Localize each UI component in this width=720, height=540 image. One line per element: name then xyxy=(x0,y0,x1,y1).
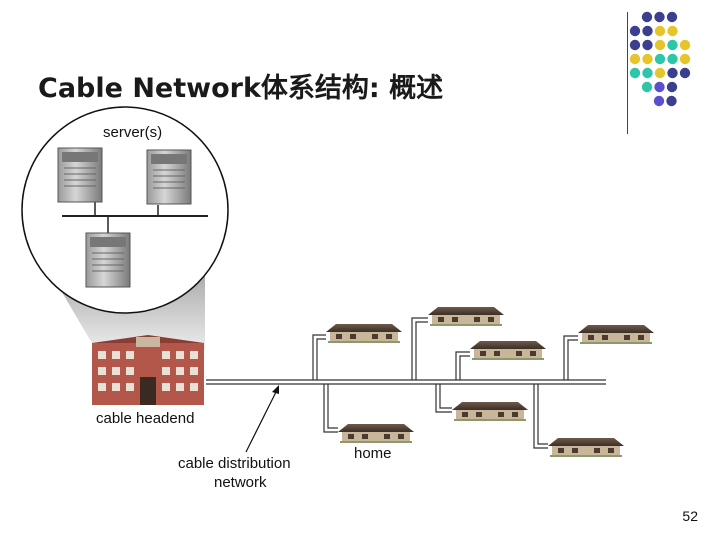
decorative-dot xyxy=(654,81,665,93)
decorative-dot xyxy=(667,67,678,79)
decorative-dot xyxy=(666,81,678,93)
server-icon xyxy=(85,232,131,288)
decorative-dot xyxy=(642,39,653,51)
home-label: home xyxy=(354,445,392,462)
distribution-label-line1: cable distribution xyxy=(178,455,291,472)
server-icon xyxy=(57,147,103,203)
decorative-dot xyxy=(642,67,653,79)
decorative-dot xyxy=(642,53,653,65)
house-icon xyxy=(428,307,504,326)
decorative-dot xyxy=(641,11,653,23)
server-icon xyxy=(146,149,192,205)
decorative-dot xyxy=(667,53,678,65)
headend-label: cable headend xyxy=(96,410,195,427)
decorative-dot xyxy=(679,53,691,65)
decorative-dot xyxy=(641,81,653,93)
slide-title: Cable Network体系结构: 概述 xyxy=(38,73,444,104)
decorative-dot xyxy=(629,25,641,37)
distribution-pointer-arrow xyxy=(245,391,277,453)
decorative-dot xyxy=(654,25,666,37)
decorative-dot xyxy=(666,95,677,107)
house-icon xyxy=(338,424,414,443)
house-icon xyxy=(326,324,402,343)
decorative-dot xyxy=(654,67,666,79)
branch-lines xyxy=(312,317,578,449)
decorative-dot xyxy=(666,11,678,23)
decorative-dot xyxy=(679,39,691,51)
house-icon xyxy=(578,325,654,344)
decorative-dot xyxy=(629,53,641,65)
distribution-label-line2: network xyxy=(214,474,267,491)
server-label: server(s) xyxy=(103,124,163,141)
decorative-dot xyxy=(679,67,691,79)
decorative-dot xyxy=(667,39,678,51)
house-icon xyxy=(470,341,546,360)
decorative-dot xyxy=(653,95,665,107)
decorative-dot xyxy=(629,39,641,51)
title-divider-line xyxy=(627,12,628,134)
decorative-dot xyxy=(654,39,666,51)
decorative-dot xyxy=(654,11,665,23)
headend-building-icon xyxy=(92,335,204,405)
decorative-dot xyxy=(629,67,641,79)
decorative-dot xyxy=(642,25,653,37)
house-icon xyxy=(452,402,528,421)
page-number: 52 xyxy=(682,508,698,524)
house-icon xyxy=(548,438,624,457)
decorative-dot xyxy=(654,53,666,65)
decorative-dot xyxy=(667,25,678,37)
